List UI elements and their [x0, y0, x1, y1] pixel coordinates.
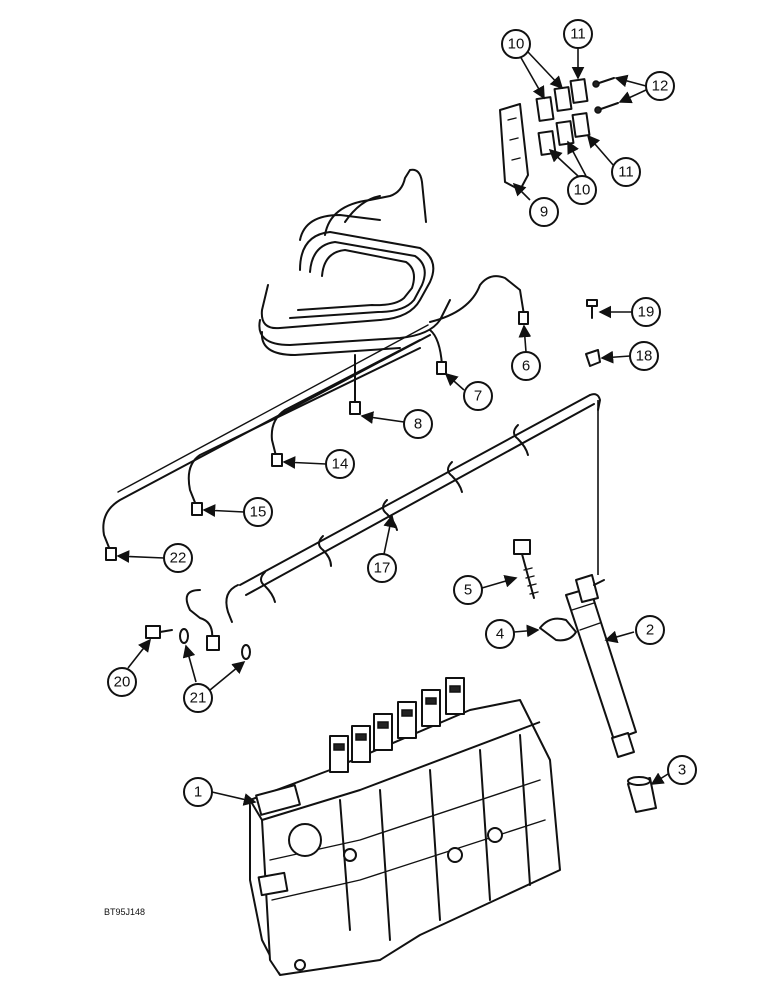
callout-11-bottom: 11 — [586, 134, 641, 187]
callout-20: 20 — [107, 638, 151, 697]
callout-15: 15 — [202, 497, 273, 527]
callout-8: 8 — [360, 409, 433, 439]
clamp-block — [555, 120, 575, 146]
clamp-block — [535, 96, 555, 122]
svg-text:4: 4 — [496, 626, 504, 643]
callout-14: 14 — [282, 449, 355, 479]
injector-part — [565, 400, 637, 758]
svg-text:3: 3 — [678, 762, 686, 779]
clamp-block — [571, 112, 591, 138]
svg-text:14: 14 — [332, 456, 349, 473]
callout-10-top: 10 — [501, 29, 564, 100]
callout-3: 3 — [650, 755, 697, 785]
injection-pump — [249, 677, 561, 976]
svg-text:17: 17 — [374, 560, 391, 577]
sealing-washers — [179, 628, 251, 660]
svg-text:19: 19 — [638, 304, 655, 321]
callout-12: 12 — [614, 71, 675, 104]
svg-text:9: 9 — [540, 204, 548, 221]
svg-text:11: 11 — [570, 26, 586, 43]
callout-17: 17 — [367, 514, 397, 583]
svg-text:21: 21 — [190, 690, 207, 707]
banjo-bolt — [145, 625, 173, 639]
clamp-block — [569, 78, 589, 104]
svg-text:22: 22 — [170, 550, 187, 567]
callout-1: 1 — [183, 777, 257, 807]
bracket-part — [499, 103, 529, 191]
callout-22: 22 — [116, 543, 193, 573]
callout-18: 18 — [600, 341, 659, 371]
svg-text:5: 5 — [464, 582, 472, 599]
callout-11-top: 11 — [563, 19, 593, 80]
callout-5: 5 — [453, 575, 518, 605]
svg-text:15: 15 — [250, 504, 267, 521]
leak-off-line — [185, 393, 601, 651]
callout-2: 2 — [604, 615, 665, 645]
figure-code: BT95J148 — [104, 907, 145, 917]
svg-text:12: 12 — [652, 78, 669, 95]
hold-down-bolt — [513, 539, 539, 599]
injection-lines — [102, 168, 529, 561]
svg-text:11: 11 — [618, 164, 634, 181]
sleeve-part — [627, 776, 657, 813]
delivery-valves — [329, 677, 465, 773]
callout-4: 4 — [485, 619, 540, 649]
callout-10-bottom: 10 — [548, 140, 597, 205]
callout-7: 7 — [444, 372, 493, 411]
svg-text:8: 8 — [414, 416, 422, 433]
callout-9: 9 — [512, 182, 559, 227]
svg-text:18: 18 — [636, 348, 653, 365]
clamp-block — [553, 86, 573, 112]
callout-6: 6 — [511, 324, 541, 381]
clamp-part — [539, 617, 577, 642]
svg-text:2: 2 — [646, 622, 654, 639]
svg-text:20: 20 — [114, 674, 131, 691]
svg-text:7: 7 — [474, 388, 482, 405]
washer-part — [585, 349, 601, 367]
svg-text:6: 6 — [522, 358, 530, 375]
svg-text:1: 1 — [194, 784, 202, 801]
clamp-block — [537, 130, 557, 156]
callout-21: 21 — [182, 644, 246, 713]
callout-19: 19 — [598, 297, 661, 327]
svg-text:10: 10 — [508, 36, 525, 53]
clamp-bracket-group — [499, 77, 619, 191]
svg-text:10: 10 — [574, 182, 591, 199]
screw-part — [586, 299, 598, 319]
